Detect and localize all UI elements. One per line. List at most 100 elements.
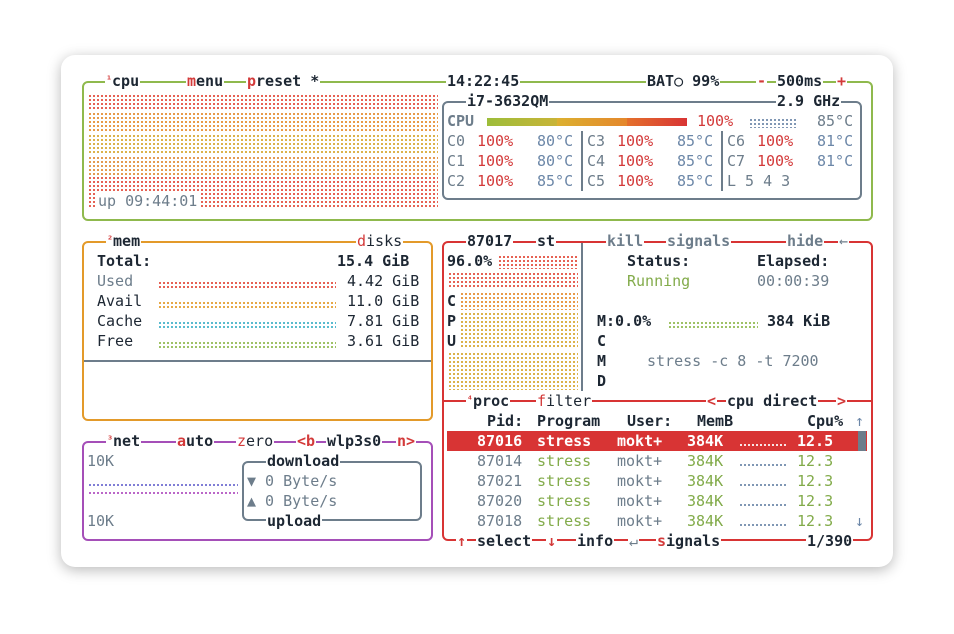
detail-pid: 87017 [466, 232, 514, 250]
core-percent: 100% [617, 172, 654, 190]
core-percent: 100% [477, 132, 514, 150]
mem-tab[interactable]: ²mem [106, 232, 142, 250]
cpu-total-meter-red [627, 118, 687, 126]
select-down-icon[interactable]: ↓ [546, 532, 558, 550]
mem-row-value: 3.61 GiB [347, 332, 420, 350]
mem-row-meter [158, 301, 336, 309]
cpu-total-temp: 85°C [817, 112, 854, 130]
core-percent: 100% [617, 152, 654, 170]
battery-status: BAT○ 99% [646, 72, 721, 90]
col-user[interactable]: User: [627, 412, 673, 430]
mem-row-value: 11.0 GiB [347, 292, 420, 310]
net-graph-download [88, 483, 238, 487]
proc-detail-vertical-divider [581, 243, 583, 391]
kill-button[interactable]: kill [606, 232, 645, 250]
mem-divider [84, 360, 431, 362]
scrollbar-thumb[interactable] [858, 431, 866, 451]
cpu-info-box [442, 101, 862, 200]
download-label: download [266, 452, 341, 470]
scroll-down-icon[interactable]: ↓ [855, 512, 865, 530]
detail-cpu-letter-p: P [447, 311, 457, 331]
detail-state: st [536, 232, 557, 250]
sort-next-button[interactable]: > [836, 392, 848, 410]
core-column-divider [581, 171, 583, 191]
disks-toggle[interactable]: disks [356, 232, 404, 250]
zero-toggle[interactable]: zero [236, 432, 275, 450]
detail-cpu-graph-yellow [460, 312, 578, 348]
download-rate: ▼ 0 Byte/s [247, 472, 338, 490]
scroll-up-icon[interactable]: ↑ [855, 412, 865, 430]
mem-row-meter [158, 281, 336, 289]
core-label: C1 [447, 152, 466, 170]
interval-increase-button[interactable]: + [836, 72, 848, 90]
detail-cpu-graph-top [498, 255, 578, 269]
process-cpu: 12.3 [797, 452, 834, 470]
sort-prev-button[interactable]: < [706, 392, 718, 410]
uptime: up 09:44:01 [96, 191, 200, 211]
preset-button[interactable]: preset * [246, 72, 321, 90]
auto-scale-toggle[interactable]: auto [176, 432, 215, 450]
info-button[interactable]: info [576, 532, 615, 550]
col-cpu[interactable]: Cpu% [807, 412, 844, 430]
core-column-divider [581, 151, 583, 171]
core-column-divider [721, 131, 723, 151]
net-tab[interactable]: ³net [106, 432, 142, 450]
enter-icon: ↵ [628, 532, 640, 550]
col-pid[interactable]: Pid: [487, 412, 524, 430]
process-user: mokt+ [617, 512, 663, 530]
mem-panel [82, 241, 433, 421]
signals-button[interactable]: signals [656, 532, 722, 550]
core-column-divider [721, 151, 723, 171]
process-cpu-graph [739, 503, 787, 507]
core-column-divider [581, 131, 583, 151]
net-graph-upload [88, 491, 238, 495]
hide-button[interactable]: hide [786, 232, 825, 250]
core-label: C0 [447, 132, 466, 150]
proc-detail-divider [444, 400, 871, 402]
interval-decrease-button[interactable]: - [756, 72, 768, 90]
process-program: stress [537, 472, 592, 490]
process-cpu: 12.3 [797, 472, 834, 490]
filter-button[interactable]: filter [536, 392, 593, 410]
mem-row-label: Used [97, 272, 134, 290]
core-temp: 85°C [677, 172, 714, 190]
core-temp: 85°C [537, 172, 574, 190]
back-icon[interactable]: ← [838, 232, 850, 250]
net-prev-interface-button[interactable]: <b [296, 432, 317, 450]
cpu-graph-yellow [88, 134, 438, 154]
mem-row-label: Free [97, 332, 134, 350]
detail-cpu-graph-yellow-2 [448, 352, 578, 390]
core-label: C5 [587, 172, 606, 190]
cpu-total-percent: 100% [697, 112, 734, 130]
cpu-tab[interactable]: ¹cpu [105, 72, 141, 90]
process-pid: 87020 [477, 492, 523, 510]
core-temp: 85°C [677, 152, 714, 170]
process-program: stress [537, 512, 592, 530]
proc-tab[interactable]: ⁴proc [466, 392, 511, 410]
process-mem: 384K [687, 452, 724, 470]
cpu-total-meter-green [487, 118, 557, 126]
cpu-graph-orange [88, 112, 438, 132]
mem-row-label: Cache [97, 312, 143, 330]
detail-mem-value: 384 KiB [767, 312, 831, 330]
process-cpu-graph [739, 523, 787, 527]
cpu-total-label: CPU [447, 112, 475, 130]
process-cpu-graph [739, 463, 787, 467]
upload-rate: ▲ 0 Byte/s [247, 492, 338, 510]
mem-row-value: 7.81 GiB [347, 312, 420, 330]
detail-signals-button[interactable]: signals [666, 232, 732, 250]
core-temp: 80°C [537, 132, 574, 150]
menu-button[interactable]: menu [186, 72, 225, 90]
select-up-icon[interactable]: ↑ [456, 532, 468, 550]
mem-row-label: Avail [97, 292, 143, 310]
net-next-interface-button[interactable]: n> [396, 432, 417, 450]
col-program[interactable]: Program [537, 412, 601, 430]
col-memb[interactable]: MemB [697, 412, 734, 430]
process-pid: 87014 [477, 452, 523, 470]
mem-row-meter [158, 321, 336, 329]
process-program: stress [537, 432, 592, 450]
detail-cpu-letter-c: C [447, 291, 457, 311]
detail-command: stress -c 8 -t 7200 [647, 352, 819, 370]
net-interface: wlp3s0 [326, 432, 383, 450]
cmd-letter-c: C [597, 332, 607, 350]
